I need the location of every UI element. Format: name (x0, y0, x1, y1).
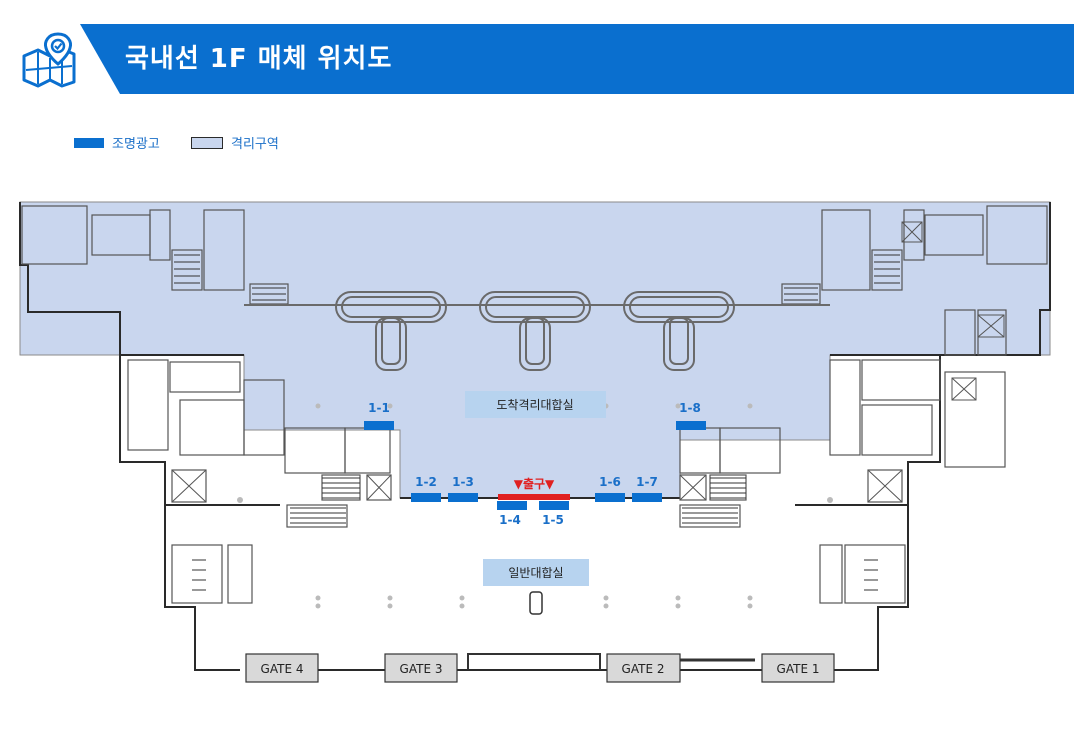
legend-label-lighting-ad: 조명광고 (112, 137, 160, 152)
general-hall-label-bg (483, 559, 589, 586)
info-kiosk (529, 591, 543, 615)
gate-3-box (384, 653, 458, 683)
gate-1-box (761, 653, 835, 683)
baggage-carousels (244, 291, 830, 371)
legend-item-quarantine-zone: 격리구역 (191, 133, 279, 152)
gate-2-box (606, 653, 681, 683)
gate-3-label: GATE 3 (400, 662, 443, 676)
ad-label-1-2: 1-2 (415, 475, 437, 489)
exit-bar (498, 494, 570, 500)
gate-1-label: GATE 1 (777, 662, 820, 676)
ad-label-1-7: 1-7 (636, 475, 658, 489)
title-bar (80, 24, 1074, 94)
quarantine-zone (19, 201, 1051, 499)
ad-marker-1-8 (676, 421, 706, 430)
page-title: 국내선 1F 매체 위치도 (125, 44, 393, 74)
exit-label: ▼출구▼ (514, 476, 555, 491)
gate-4-box (245, 653, 319, 683)
right-wing-rooms (679, 205, 1048, 604)
ad-marker-1-1 (364, 421, 394, 430)
general-hall-label: 일반대합실 (508, 566, 563, 580)
arrival-hall-label-bg (465, 391, 606, 418)
floor-plan: 도착격리대합실 일반대합실 ▼출구▼ 1-1 1-2 1-3 1-4 1-5 1… (19, 201, 1051, 683)
columns (237, 403, 833, 609)
shaft-markers (171, 221, 1005, 503)
ad-marker-1-5 (539, 501, 569, 510)
gate-4-label: GATE 4 (261, 662, 304, 676)
ad-label-1-5: 1-5 (542, 513, 564, 527)
ad-labels: 1-1 1-2 1-3 1-4 1-5 1-6 1-7 1-8 (368, 401, 701, 527)
ad-marker-1-7 (632, 493, 662, 502)
page-header: 국내선 1F 매체 위치도 (0, 24, 1074, 94)
ad-label-1-6: 1-6 (599, 475, 621, 489)
ad-label-1-4: 1-4 (499, 513, 521, 527)
legend-swatch-lighting-ad (74, 137, 104, 148)
ad-marker-1-3 (448, 493, 478, 502)
ad-label-1-1: 1-1 (368, 401, 390, 415)
ad-marker-1-6 (595, 493, 625, 502)
arrival-hall-label: 도착격리대합실 (496, 398, 573, 412)
gate-2-label: GATE 2 (622, 662, 665, 676)
legend-label-quarantine-zone: 격리구역 (231, 137, 279, 152)
legend-swatch-quarantine-zone (191, 136, 223, 149)
ad-label-1-8: 1-8 (679, 401, 701, 415)
legend-item-lighting-ad: 조명광고 (74, 133, 160, 152)
ad-label-1-3: 1-3 (452, 475, 474, 489)
stairs (174, 254, 900, 591)
map-location-icon (22, 32, 76, 88)
ad-marker-1-4 (497, 501, 527, 510)
gates (245, 653, 835, 683)
lighting-ads (364, 421, 706, 510)
entrance-canopy (467, 653, 601, 670)
ad-marker-1-2 (411, 493, 441, 502)
